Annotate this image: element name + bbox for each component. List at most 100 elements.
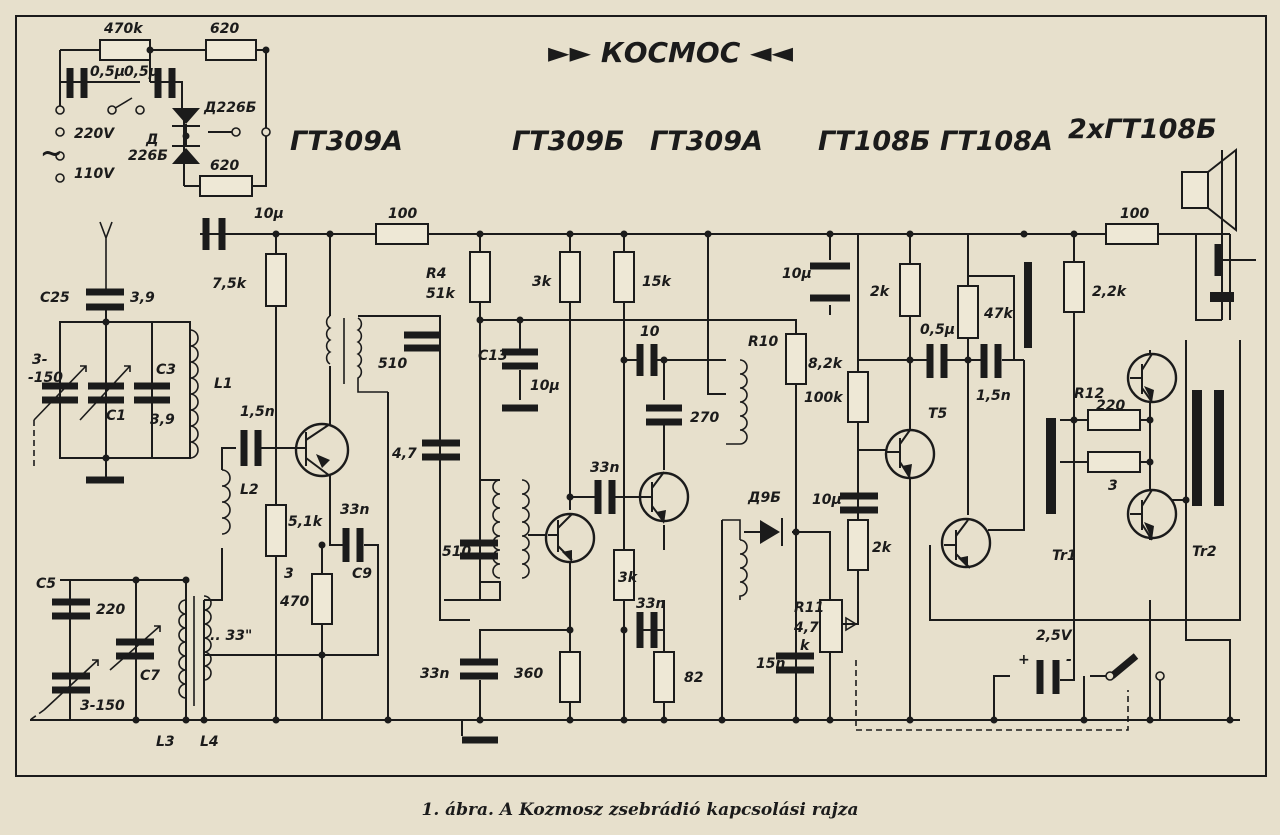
label-r100-b: 100 xyxy=(1120,206,1149,222)
coil-l2 xyxy=(221,469,231,535)
label-c5-val: 220 xyxy=(96,602,125,618)
capacitor-10u-b xyxy=(840,492,878,514)
label-33n-b: 33n xyxy=(420,666,449,682)
capacitor-33n-d xyxy=(636,612,658,648)
label-100k: 100k xyxy=(804,390,844,406)
resistor-3 xyxy=(1087,451,1141,473)
label-l3: L3 xyxy=(156,734,175,750)
coil-detector xyxy=(739,539,748,600)
capacitor-c25 xyxy=(86,288,124,311)
ps-terminals xyxy=(55,105,271,183)
label-3k-b: 3k xyxy=(618,570,639,586)
label-10: 10 xyxy=(640,324,660,340)
resistor-82 xyxy=(653,651,675,703)
capacitor-10u-input xyxy=(202,218,226,250)
coil-if-2b xyxy=(492,479,501,579)
capacitor-c5-trim xyxy=(52,672,90,694)
capacitor-4-7 xyxy=(422,439,460,461)
label-47k: 47k xyxy=(983,306,1014,322)
label-4-7: 4,7 xyxy=(391,446,417,462)
coils xyxy=(178,315,748,720)
label-2k-a: 2k xyxy=(870,284,891,300)
label-c3-val: 3,9 xyxy=(150,412,175,428)
transformers xyxy=(1024,262,1224,514)
label-15n-b: 15n xyxy=(756,656,785,672)
label-r11: R11 xyxy=(794,600,824,616)
transistor-t3 xyxy=(636,471,690,524)
power-switch xyxy=(1105,653,1165,681)
label-tr2: Tr2 xyxy=(1192,544,1217,560)
capacitors xyxy=(42,68,1060,744)
resistor-5-1k xyxy=(265,504,287,557)
transformer-tr1-core xyxy=(1046,418,1056,514)
label-620-b: 620 xyxy=(210,158,239,174)
label-10u-c: 10μ xyxy=(812,492,842,508)
label-2k-b: 2k xyxy=(872,540,893,556)
transformer-tr2-core-a xyxy=(1192,390,1202,506)
resistor-2k-a xyxy=(899,263,921,317)
label-c1: C1 xyxy=(106,408,126,424)
label-turns: .. 33" xyxy=(210,628,252,644)
coil-if-primary-1 xyxy=(325,315,332,365)
diagram-title: ►► КОСМОС ◄◄ xyxy=(548,36,794,69)
label-3k-a: 3k xyxy=(532,274,553,290)
type-label-t1: ГТ309А xyxy=(290,126,403,157)
label-1-5n: 1,5n xyxy=(240,404,275,420)
label-5-1k: 5,1k xyxy=(288,514,324,530)
label-c1-val-b: -150 xyxy=(28,370,63,386)
transistors xyxy=(290,352,1178,569)
diode-d226b-a xyxy=(172,108,200,124)
label-t5: T5 xyxy=(928,406,948,422)
label-c9: C9 xyxy=(352,566,372,582)
capacitor-510-a xyxy=(404,331,440,352)
label-r11-val-b: k xyxy=(800,638,811,654)
label-3-150: 3-150 xyxy=(80,698,125,714)
resistor-100-b xyxy=(1105,223,1159,245)
resistor-620-a xyxy=(205,39,257,61)
resistor-r11 xyxy=(819,599,843,653)
resistor-r4 xyxy=(469,251,491,303)
label-33n-d: 33n xyxy=(636,596,665,612)
capacitor-270 xyxy=(646,404,682,426)
capacitor-c1 xyxy=(88,382,124,404)
type-label-t5: ГТ108А xyxy=(940,126,1053,157)
transistor-t6a xyxy=(1126,352,1178,404)
label-d9b: Д9Б xyxy=(747,490,781,506)
resistor-360 xyxy=(559,651,581,703)
label-minus: - xyxy=(1066,652,1072,668)
label-ac: ~ xyxy=(40,138,63,169)
diode-d226b-b xyxy=(172,148,200,164)
resistor-47k xyxy=(957,285,979,339)
diodes xyxy=(172,108,783,546)
label-8-2k: 8,2k xyxy=(808,356,844,372)
label-82: 82 xyxy=(684,670,703,686)
label-2-2k: 2,2k xyxy=(1092,284,1128,300)
label-r3: 3 xyxy=(284,566,294,582)
label-15k: 15k xyxy=(642,274,672,290)
resistor-15k xyxy=(613,251,635,303)
transistor-t6b xyxy=(1126,488,1178,541)
label-r100-a: 100 xyxy=(388,206,417,222)
label-r4: R4 xyxy=(426,266,447,282)
type-label-t4: ГТ108Б xyxy=(818,126,931,157)
type-label-t3: ГТ309А xyxy=(650,126,763,157)
coil-if-secondary-1 xyxy=(356,317,388,393)
resistor-2-2k xyxy=(1063,261,1085,313)
schematic-frame xyxy=(15,15,1267,777)
capacitor-510-b xyxy=(460,539,498,560)
resistor-100-a xyxy=(375,223,429,245)
coil-l1 xyxy=(189,329,199,459)
label-220: 220 xyxy=(1096,398,1125,414)
label-110v: 110V xyxy=(74,166,115,182)
capacitor-1-5n xyxy=(240,430,262,466)
capacitor-c7 xyxy=(116,638,154,660)
labels: ►► КОСМОС ◄◄ ГТ309А ГТ309Б ГТ309А ГТ108Б… xyxy=(28,21,1217,820)
capacitor-1-5n-c xyxy=(980,344,1002,378)
junction-dots xyxy=(102,46,1234,724)
label-r10: R10 xyxy=(748,334,779,350)
label-c3: C3 xyxy=(156,362,176,378)
label-l2: L2 xyxy=(240,482,259,498)
capacitor-ps-b xyxy=(154,68,176,98)
label-c1-val-a: 3- xyxy=(32,352,48,368)
